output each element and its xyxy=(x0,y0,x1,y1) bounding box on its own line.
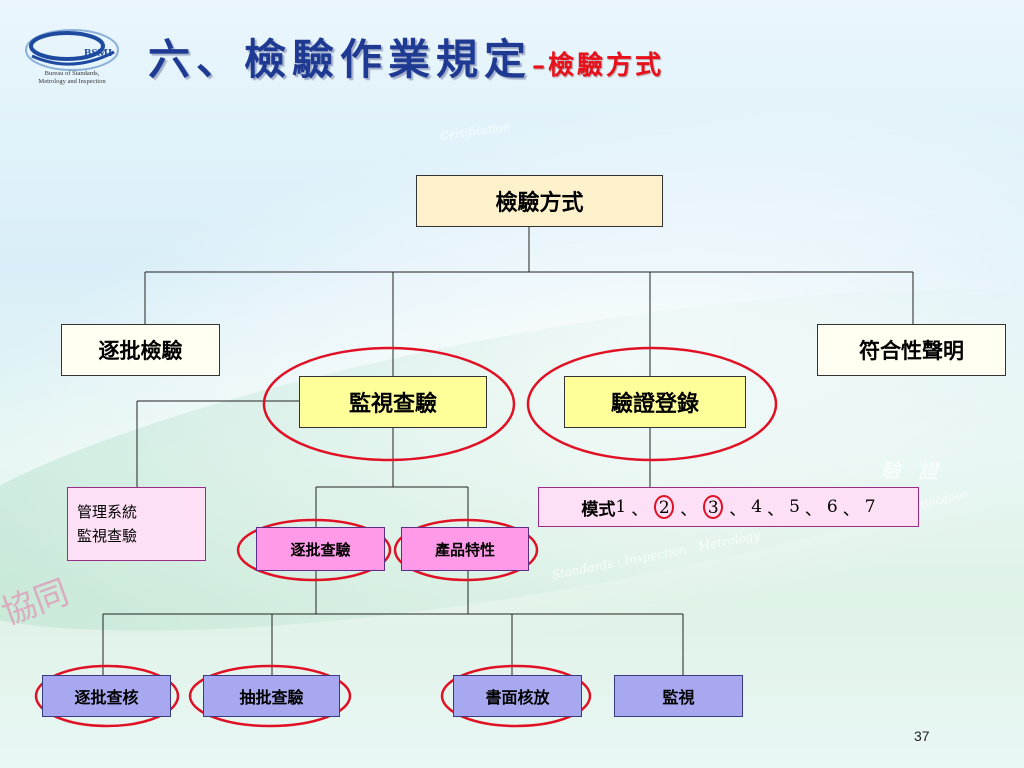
mode-item-circled: 2 xyxy=(654,495,675,519)
logo-abbr: BSMI xyxy=(84,47,112,59)
highlight-ring xyxy=(393,518,539,582)
modes-label: 模式 xyxy=(581,499,616,520)
title-subtitle: –檢驗方式 xyxy=(532,51,665,81)
slide-title: 六、檢驗作業規定–檢驗方式 xyxy=(148,26,664,87)
mode-item-circled: 3 xyxy=(703,495,724,519)
mode-separator: 、 xyxy=(842,499,860,520)
mgmt-line-2: 監視查驗 xyxy=(77,527,138,545)
page-number: 37 xyxy=(914,728,930,744)
mode-item: 4 xyxy=(751,497,763,517)
node-product-characteristics: 產品特性 xyxy=(401,527,529,571)
logo-caption: Bureau of Standards, Metrology and Inspe… xyxy=(38,70,106,85)
mode-separator: 、 xyxy=(680,499,698,520)
highlight-ring xyxy=(236,518,392,582)
mode-separator: 、 xyxy=(804,499,822,520)
node-lot-verification: 逐批查核 xyxy=(42,675,171,717)
highlight-ring xyxy=(526,346,778,462)
node-inspection-methods: 檢驗方式 xyxy=(416,175,663,227)
highlight-ring xyxy=(34,664,180,728)
mode-item: 5 xyxy=(789,497,800,517)
title-main: 六、檢驗作業規定 xyxy=(148,35,533,84)
node-management-system-inspection: 管理系統 監視查驗 xyxy=(67,487,206,561)
mode-item: 1 xyxy=(615,497,627,517)
node-surveillance: 監視 xyxy=(614,675,743,717)
node-document-release: 書面核放 xyxy=(453,675,582,717)
node-lot-check: 逐批查驗 xyxy=(256,527,385,571)
node-sampling-inspection: 抽批查驗 xyxy=(203,675,340,717)
mode-separator: 、 xyxy=(767,499,785,520)
modes-list: 模式 1 、 2 、 3 、 4 、 5 、 6 、 7 xyxy=(581,495,876,520)
mgmt-line-1: 管理系統 xyxy=(77,503,138,521)
node-modes: 模式 1 、 2 、 3 、 4 、 5 、 6 、 7 xyxy=(538,487,919,527)
mode-item: 7 xyxy=(864,497,876,517)
node-monitoring-inspection: 監視查驗 xyxy=(299,376,487,428)
mode-item: 6 xyxy=(826,497,838,517)
mode-separator: 、 xyxy=(631,499,649,520)
highlight-ring xyxy=(440,664,592,728)
node-verification-registration: 驗證登錄 xyxy=(564,376,746,428)
mode-separator: 、 xyxy=(729,499,747,520)
node-declaration-of-conformity: 符合性聲明 xyxy=(817,324,1006,376)
node-lot-inspection: 逐批檢驗 xyxy=(61,324,220,376)
highlight-ring xyxy=(188,664,352,728)
bsmi-logo: BSMI xyxy=(25,29,119,71)
highlight-ring xyxy=(262,346,516,462)
